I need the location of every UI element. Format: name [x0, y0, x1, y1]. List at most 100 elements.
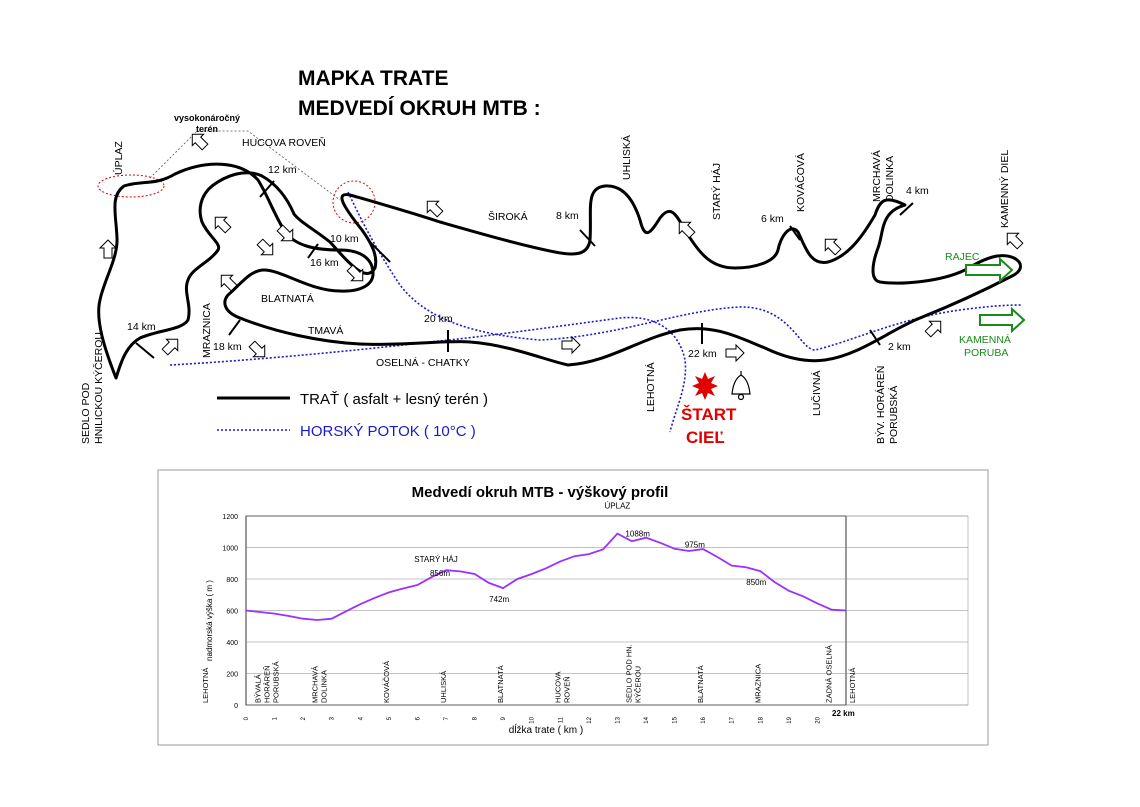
hard-terrain-ellipse [97, 174, 165, 198]
y-tick-label: 1200 [222, 514, 238, 521]
start-label: ŠTART [681, 405, 737, 424]
x-tick-label: 17 [730, 716, 736, 723]
profile-location-label: BÝVALÁ [253, 674, 262, 703]
profile-location-label: BLATNATÁ [696, 665, 705, 703]
x-tick-label: 13 [615, 716, 621, 723]
profile-annotation: 1088m [625, 530, 650, 539]
x-tick-label: 10 [530, 716, 536, 723]
place-rajec: RAJEC [945, 251, 980, 263]
profile-annotation: ÚPLAZ [605, 502, 631, 511]
place-mrchava-2: DOLINKA [884, 156, 896, 202]
hard-terrain-label: vysokonáročný [174, 113, 240, 123]
x-tick-label: 20 [815, 716, 821, 723]
place-siroka: ŠIROKÁ [488, 210, 528, 223]
hard-terrain-label-2: terén [196, 124, 218, 134]
x-tick-label: 18 [758, 716, 764, 723]
x-end-label: 22 km [832, 709, 855, 718]
place-kovacova: KOVÁČOVÁ [794, 153, 807, 212]
x-tick-label: 11 [558, 716, 564, 723]
profile-annotation: 742m [489, 595, 509, 604]
start-star-icon [692, 372, 718, 400]
y-tick-label: 400 [226, 640, 238, 647]
profile-location-label: KÝČEROU [634, 666, 643, 703]
profile-location-label: PORUBSKÁ [271, 661, 280, 703]
place-hucova-roven: HUCOVA ROVEŇ [242, 136, 326, 149]
profile-annotation: 850m [746, 578, 766, 587]
km-10: 10 km [330, 233, 359, 245]
place-stary-haj: STARÝ HÁJ [710, 163, 723, 220]
profile-location-label: ROVEŇ [562, 676, 571, 703]
profile-title: Medvedí okruh MTB - výškový profil [412, 484, 669, 501]
place-kamenna-2: PORUBA [964, 347, 1008, 359]
hard-terrain-circle [332, 180, 376, 224]
legend-stream-label: HORSKÝ POTOK ( 10°C ) [300, 423, 476, 440]
x-tick-label: 3 [330, 716, 336, 720]
direction-arrow-icon [561, 336, 581, 354]
place-blatnata: BLATNATÁ [261, 292, 314, 305]
x-tick-label: 16 [701, 716, 707, 723]
y-tick-label: 200 [226, 672, 238, 679]
place-lucivna: LUČIVNÁ [810, 370, 823, 416]
km-20: 20 km [424, 313, 453, 325]
y-tick-label: 0 [234, 703, 238, 710]
y-tick-label: 1000 [222, 546, 238, 553]
direction-arrow-icon [725, 344, 745, 362]
x-tick-label: 15 [673, 716, 679, 723]
profile-location-label: SEDLO POD HN. [625, 644, 634, 703]
x-tick-label: 9 [501, 716, 507, 720]
x-tick-label: 2 [301, 716, 307, 720]
direction-arrow-icon [673, 216, 699, 242]
place-sedlo-1: SEDLO POD [80, 382, 92, 444]
direction-arrow-icon [921, 315, 947, 341]
profile-location-label: ZADNÁ OSELNÁ [825, 645, 834, 703]
km-18: 18 km [213, 341, 242, 353]
place-kamenna-1: KAMENNÁ [959, 333, 1011, 346]
km-2: 2 km [888, 341, 911, 353]
place-kamenny-diel: KAMENNÝ DIEL [998, 150, 1011, 228]
place-mrchava-1: MRCHAVÁ [870, 150, 883, 202]
profile-location-label: DOLINKA [319, 670, 328, 703]
place-tmava: TMAVÁ [308, 324, 343, 337]
profile-location-label: LEHOTNÁ [848, 668, 857, 703]
profile-location-label: KOVÁČOVÁ [382, 661, 391, 703]
profile-location-label: HUCOVA [553, 671, 562, 703]
direction-arrow-icon [1001, 227, 1027, 253]
place-uplaz: ÚPLAZ [112, 141, 125, 175]
km-6: 6 km [761, 213, 784, 225]
map-title-line1: MAPKA TRATE [298, 67, 449, 90]
place-sedlo-2: HNILICKOU KÝČEROU [92, 332, 105, 444]
direction-arrow-icon [273, 221, 299, 247]
profile-location-label: UHLISKÁ [439, 671, 448, 703]
finish-label: CIEĽ [686, 428, 725, 447]
km-14: 14 km [127, 321, 156, 333]
km-16: 16 km [310, 257, 339, 269]
profile-location-label: MRCHAVÁ [310, 666, 319, 703]
profile-location-label: HORÁREŇ [262, 665, 271, 703]
place-uhliska: UHLISKÁ [620, 135, 633, 180]
km-12: 12 km [268, 164, 297, 176]
direction-arrow-icon [253, 235, 279, 261]
elevation-line [245, 532, 847, 621]
legend-track-label: TRAŤ ( asfalt + lesný terén ) [300, 391, 488, 408]
direction-arrow-icon [215, 269, 241, 295]
km-4: 4 km [906, 185, 929, 197]
km-8: 8 km [556, 210, 579, 222]
track-line [97, 162, 1022, 380]
profile-annotation: 975m [685, 540, 705, 549]
stream-line-south [169, 316, 687, 433]
place-byv-horaren-1: BÝV. HORÁREŇ [874, 366, 887, 444]
stream-line [347, 191, 1023, 351]
y-tick-label: 600 [226, 609, 238, 616]
x-tick-label: 6 [415, 716, 421, 720]
place-oselna: OSELNÁ - CHATKY [376, 356, 470, 369]
km-22: 22 km [688, 348, 717, 360]
km-ticks [135, 180, 914, 359]
y-axis-label: nadmorská výška ( m ) [205, 580, 214, 661]
direction-arrow-icon [158, 333, 184, 359]
y-tick-label: 800 [226, 577, 238, 584]
x-tick-label: 12 [587, 716, 593, 723]
profile-location-label: MRAZNICA [753, 664, 762, 703]
x-tick-label: 5 [387, 716, 393, 720]
